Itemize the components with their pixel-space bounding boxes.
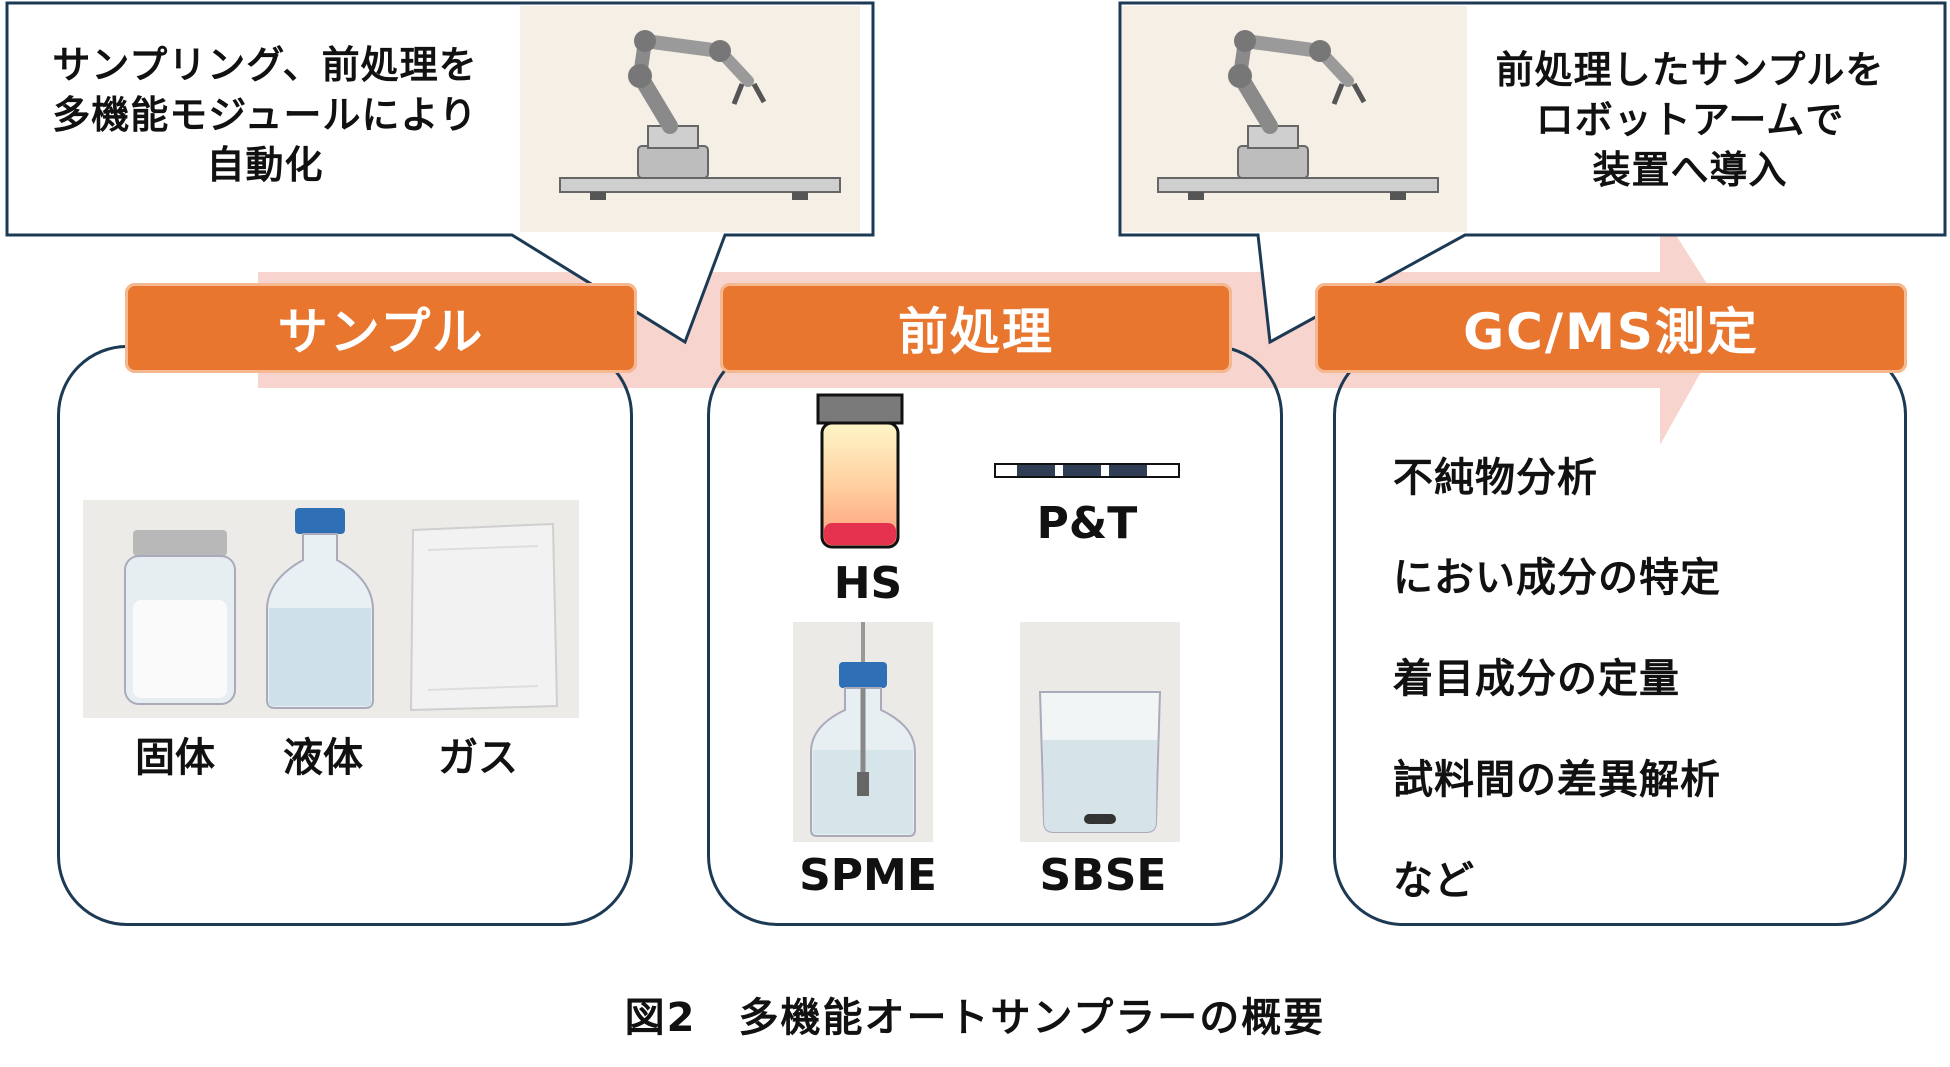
sample-label-liquid: 液体 <box>283 735 363 781</box>
callout-left-line2: 多機能モジュールにより <box>52 93 478 137</box>
spme-bottle-icon <box>793 622 933 842</box>
robot-arm-icon <box>520 6 860 232</box>
jar-icon <box>124 530 236 705</box>
figure-caption: 図2 多機能オートサンプラーの概要 <box>624 995 1326 1041</box>
robot-arm-icon <box>1122 6 1467 232</box>
result-item: など <box>1393 858 1475 904</box>
method-label-pt: P&T <box>1036 498 1138 549</box>
bottle-icon <box>266 508 374 709</box>
result-item: 着目成分の定量 <box>1393 656 1680 702</box>
stage-pretreat-header: 前処理 <box>720 283 1232 373</box>
vial-icon <box>816 393 904 549</box>
sample-label-gas: ガス <box>438 735 518 781</box>
callout-right-line1: 前処理したサンプルを <box>1495 48 1885 92</box>
method-label-sbse: SBSE <box>1039 850 1167 901</box>
callout-right-text: 前処理したサンプルを ロボットアームで 装置へ導入 <box>1465 45 1915 195</box>
measure-panel <box>1333 345 1907 926</box>
sample-label-solid: 固体 <box>135 735 215 781</box>
sample-photo <box>83 500 579 718</box>
beaker-icon <box>1020 622 1180 842</box>
result-item: 試料間の差異解析 <box>1393 757 1721 803</box>
callout-left-line1: サンプリング、前処理を <box>52 43 478 87</box>
result-item: 不純物分析 <box>1393 455 1598 501</box>
stage-measure-header: GC/MS測定 <box>1315 283 1907 373</box>
gas-bag-icon <box>409 522 559 712</box>
callout-right-line3: 装置へ導入 <box>1592 148 1788 192</box>
result-item: におい成分の特定 <box>1393 555 1721 601</box>
callout-right-line2: ロボットアームで <box>1535 98 1845 142</box>
stage-sample-header: サンプル <box>125 283 637 373</box>
callout-left-line3: 自動化 <box>206 143 324 187</box>
callout-left-text: サンプリング、前処理を 多機能モジュールにより 自動化 <box>15 40 515 190</box>
method-label-hs: HS <box>833 558 903 609</box>
trap-tube-icon <box>994 463 1180 478</box>
method-label-spme: SPME <box>799 850 937 901</box>
